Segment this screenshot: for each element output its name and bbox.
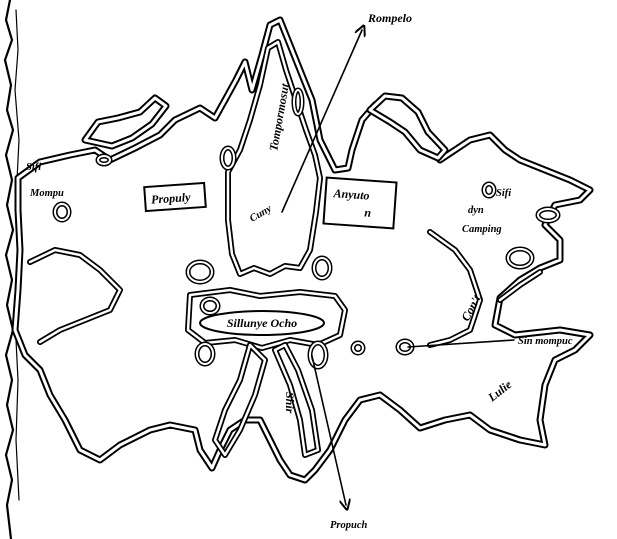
label-dyn: dyn — [468, 205, 484, 216]
label-anyuto-line1: Anyuto — [332, 186, 370, 203]
label-propuch: Propuch — [330, 520, 368, 531]
label-camping: Camping — [462, 224, 502, 235]
outer-blob — [15, 20, 590, 480]
label-shir: Shir — [283, 392, 297, 414]
label-rompelo: Rompelo — [367, 11, 412, 25]
page-edge-scribble — [5, 0, 13, 539]
label-sifi-right: Sifi — [496, 188, 511, 199]
label-sin-mompuc: Sin mompuc — [518, 336, 573, 347]
label-mompu: Mompu — [29, 188, 64, 199]
label-propuly: Propuly — [151, 190, 192, 207]
label-sifi-left: Sifi — [26, 162, 41, 173]
label-anyuto-line2: n — [364, 205, 372, 219]
label-sillunye: Sillunye Ocho — [227, 316, 297, 330]
